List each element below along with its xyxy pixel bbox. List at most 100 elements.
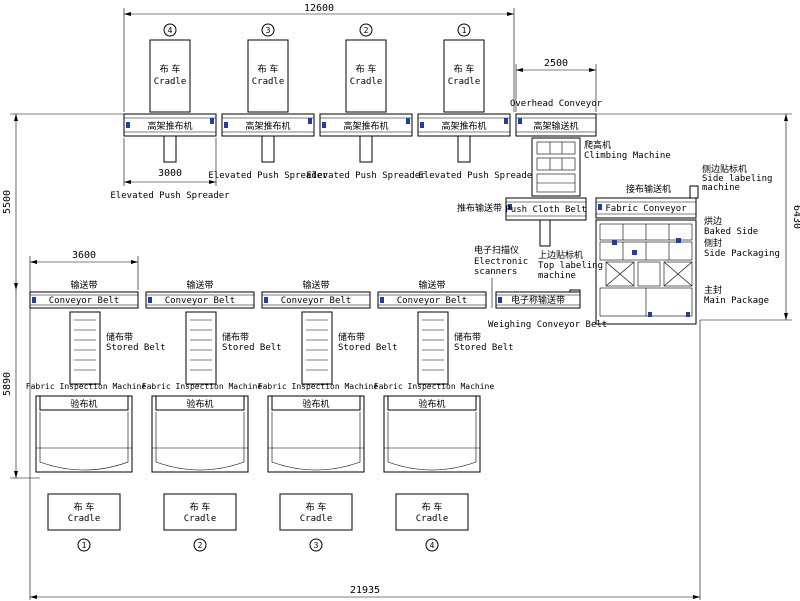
overhead-conveyor: Overhead Conveyor 高架输送机 — [510, 99, 603, 137]
svg-text:Electronic: Electronic — [474, 257, 528, 267]
svg-text:Push Cloth Belt: Push Cloth Belt — [505, 205, 586, 215]
stored-belt-2: 储布带 Stored Belt — [185, 311, 282, 385]
svg-text:布 车: 布 车 — [422, 501, 443, 513]
svg-text:Main Package: Main Package — [704, 296, 769, 306]
svg-text:Overhead Conveyor: Overhead Conveyor — [510, 99, 603, 109]
svg-text:Conveyor Belt: Conveyor Belt — [281, 296, 351, 306]
weighing-conveyor: 电子称输送带 Weighing Conveyor Belt — [488, 291, 607, 330]
svg-text:输送带: 输送带 — [70, 279, 97, 291]
svg-text:Baked Side: Baked Side — [704, 227, 758, 237]
svg-text:Side labeling: Side labeling — [702, 174, 772, 184]
stored-belts: 储布带 Stored Belt 储布带 Stored Belt 储布带 Stor… — [69, 311, 514, 385]
spreader-1: 高架推布机 Elevated Push Spreader — [110, 113, 230, 201]
dim-left-upper: 5500 — [2, 190, 13, 214]
svg-text:Cradle: Cradle — [300, 514, 333, 524]
conveyor-row: 输送带 Conveyor Belt 输送带 Conveyor Belt 输送带 … — [29, 279, 487, 309]
bottom-cradle-2: 布 车 Cradle 2 — [163, 493, 237, 552]
stored-belt-1: 储布带 Stored Belt — [69, 311, 166, 385]
spreader-3: 高架推布机 Elevated Push Spreader — [306, 113, 426, 181]
top-row: 4 布 车 Cradle 3 布 车 Cradle 2 布 车 Cradle 1… — [110, 23, 603, 201]
top-cradle-3: 3 布 车 Cradle — [247, 23, 289, 113]
dim-right: 6430 — [791, 205, 800, 229]
svg-text:Fabric Conveyor: Fabric Conveyor — [605, 204, 687, 214]
push-cloth-belt: 推布输送带 Push Cloth Belt — [457, 197, 587, 247]
inspection-machine-1: Fabric Inspection Machine 验布机 — [26, 382, 147, 473]
top-cradle-1: 1 布 车 Cradle — [443, 23, 485, 113]
top-cradle-2: 2 布 车 Cradle — [345, 23, 387, 113]
svg-text:machine: machine — [702, 183, 740, 193]
svg-text:Cradle: Cradle — [416, 514, 449, 524]
svg-text:Stored Belt: Stored Belt — [106, 343, 166, 353]
svg-text:1: 1 — [462, 26, 467, 35]
svg-text:Cradle: Cradle — [448, 77, 481, 87]
svg-text:布 车: 布 车 — [356, 63, 377, 75]
electronic-scanners: 电子扫描仪 Electronic scanners — [474, 244, 528, 308]
svg-text:输送带: 输送带 — [302, 279, 329, 291]
climbing-machine: 爬高机 Climbing Machine — [531, 137, 671, 197]
svg-text:电子称输送带: 电子称输送带 — [511, 294, 565, 306]
svg-text:储布带: 储布带 — [222, 331, 249, 343]
svg-text:高架推布机: 高架推布机 — [147, 120, 192, 132]
svg-text:Conveyor Belt: Conveyor Belt — [165, 296, 235, 306]
svg-text:Elevated Push Spreader: Elevated Push Spreader — [418, 171, 538, 181]
svg-text:Side Packaging: Side Packaging — [704, 249, 780, 259]
inspection-machine-3: Fabric Inspection Machine 验布机 — [258, 382, 378, 473]
conveyor-belt-3: 输送带 Conveyor Belt — [261, 279, 371, 309]
spreader-4: 高架推布机 Elevated Push Spreader — [417, 113, 538, 181]
dim-bottom-total: 21935 — [350, 585, 380, 596]
svg-text:Stored Belt: Stored Belt — [338, 343, 398, 353]
svg-text:1: 1 — [82, 541, 87, 550]
svg-text:侧封: 侧封 — [704, 237, 722, 249]
conveyor-belt-4: 输送带 Conveyor Belt — [377, 279, 487, 309]
svg-text:Weighing Conveyor Belt: Weighing Conveyor Belt — [488, 320, 607, 330]
svg-text:储布带: 储布带 — [454, 331, 481, 343]
svg-text:Cradle: Cradle — [68, 514, 101, 524]
svg-text:Elevated Push Spreader: Elevated Push Spreader — [208, 171, 328, 181]
svg-text:输送带: 输送带 — [418, 279, 445, 291]
bottom-cradles: 布 车 Cradle 1 布 车 Cradle 2 布 车 Cradle 3 布… — [47, 493, 469, 552]
dim-belt: 3600 — [72, 250, 96, 261]
svg-text:Fabric Inspection Machine: Fabric Inspection Machine — [142, 382, 263, 391]
stored-belt-3: 储布带 Stored Belt — [301, 311, 398, 385]
svg-text:2: 2 — [198, 541, 203, 550]
packaging-block — [595, 219, 697, 325]
top-cradle-4: 4 布 车 Cradle — [149, 23, 191, 113]
svg-text:主封: 主封 — [704, 284, 722, 296]
svg-text:烘边: 烘边 — [704, 215, 722, 227]
bottom-cradle-1: 布 车 Cradle 1 — [47, 493, 121, 552]
bottom-cradle-3: 布 车 Cradle 3 — [279, 493, 353, 552]
svg-text:Cradle: Cradle — [154, 77, 187, 87]
svg-text:侧边贴标机: 侧边贴标机 — [702, 163, 747, 175]
bottom-cradle-4: 布 车 Cradle 4 — [395, 493, 469, 552]
svg-text:Fabric Inspection Machine: Fabric Inspection Machine — [26, 382, 147, 391]
svg-text:Elevated Push Spreader: Elevated Push Spreader — [110, 191, 230, 201]
svg-text:高架推布机: 高架推布机 — [441, 120, 486, 132]
svg-text:Stored Belt: Stored Belt — [222, 343, 282, 353]
side-labeling-machine: 侧边贴标机 Side labeling machine — [689, 163, 772, 199]
svg-text:2: 2 — [364, 26, 369, 35]
svg-text:验布机: 验布机 — [418, 398, 445, 410]
inspection-machine-2: Fabric Inspection Machine 验布机 — [142, 382, 263, 473]
svg-text:布 车: 布 车 — [190, 501, 211, 513]
svg-text:Conveyor Belt: Conveyor Belt — [397, 296, 467, 306]
fabric-conveyor: 接布输送机 Fabric Conveyor — [595, 183, 697, 219]
dim-left-lower: 5890 — [2, 372, 13, 396]
svg-text:验布机: 验布机 — [70, 398, 97, 410]
svg-text:储布带: 储布带 — [106, 331, 133, 343]
svg-text:scanners: scanners — [474, 267, 517, 277]
svg-text:4: 4 — [168, 26, 173, 35]
svg-text:3: 3 — [314, 541, 319, 550]
svg-text:电子扫描仪: 电子扫描仪 — [474, 244, 519, 256]
svg-text:接布输送机: 接布输送机 — [626, 183, 671, 195]
svg-text:布 车: 布 车 — [258, 63, 279, 75]
svg-text:Stored Belt: Stored Belt — [454, 343, 514, 353]
spreader-2: 高架推布机 Elevated Push Spreader — [208, 113, 328, 181]
dim-spreader: 3000 — [158, 168, 182, 179]
svg-text:布 车: 布 车 — [454, 63, 475, 75]
stored-belt-4: 储布带 Stored Belt — [417, 311, 514, 385]
svg-text:布 车: 布 车 — [306, 501, 327, 513]
svg-text:高架推布机: 高架推布机 — [343, 120, 388, 132]
svg-text:推布输送带: 推布输送带 — [457, 202, 502, 214]
conveyor-belt-2: 输送带 Conveyor Belt — [145, 279, 255, 309]
svg-text:验布机: 验布机 — [186, 398, 213, 410]
